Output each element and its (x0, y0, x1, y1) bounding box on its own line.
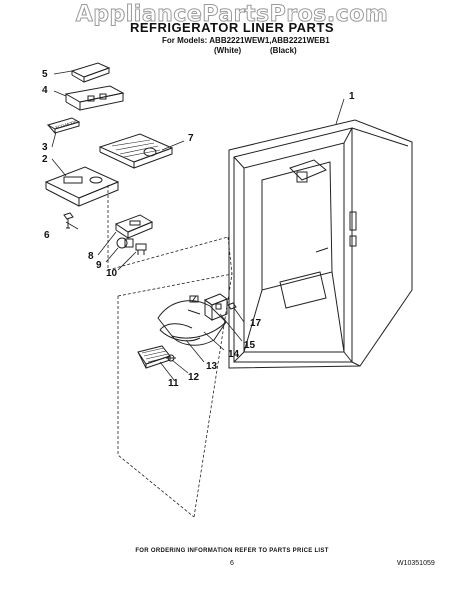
callout-14: 14 (228, 349, 240, 360)
callout-5: 5 (42, 69, 48, 80)
ordering-footer: FOR ORDERING INFORMATION REFER TO PARTS … (135, 548, 329, 554)
callout-1: 1 (349, 91, 355, 102)
variant-black: (Black) (270, 46, 297, 55)
watermark: AppliancePartsPros.com (75, 2, 389, 28)
part-8-socket-housing (114, 214, 154, 239)
part-4-control-housing (64, 85, 125, 111)
callout-12: 12 (188, 372, 200, 383)
page-title: REFRIGERATOR LINER PARTS (129, 20, 335, 35)
callout-4: 4 (42, 85, 48, 96)
page-number: 6 (230, 560, 234, 567)
part-9-bulb (116, 237, 134, 249)
callout-11: 11 (168, 378, 179, 389)
callout-10: 10 (106, 268, 118, 279)
part-17 (227, 302, 237, 310)
leader-lines (51, 70, 345, 381)
part-13-lens (159, 323, 201, 342)
document-number: W10351059 (397, 560, 435, 567)
callout-13: 13 (206, 361, 218, 372)
part-12-screw (166, 354, 176, 362)
models-line: For Models: ABB2221WEW1,ABB2221WEB1 (162, 36, 330, 45)
part-1-liner (228, 119, 413, 369)
variant-white: (White) (214, 46, 242, 55)
callout-15: 15 (244, 340, 256, 351)
dashed-guides (107, 185, 233, 518)
part-2-housing (44, 166, 120, 207)
callout-2: 2 (42, 154, 48, 165)
callout-17: 17 (250, 318, 262, 329)
part-10-socket (135, 243, 147, 255)
eco-mode-label: ECO-MODE (55, 119, 78, 130)
part-7-cover (98, 133, 174, 169)
callout-8: 8 (88, 251, 94, 262)
callout-9: 9 (96, 260, 102, 271)
callout-6: 6 (44, 230, 50, 241)
part-3-label (46, 117, 81, 134)
part-5-bracket (70, 62, 111, 83)
part-11-grille (137, 345, 171, 369)
callout-3: 3 (42, 142, 48, 153)
callout-7: 7 (188, 133, 194, 144)
part-15-switch (203, 293, 229, 321)
